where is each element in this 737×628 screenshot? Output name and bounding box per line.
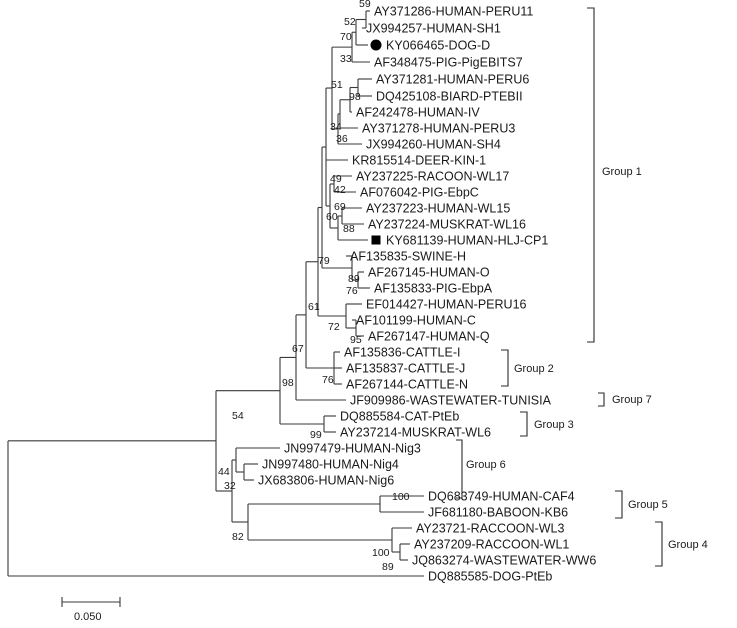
scale-bar-label: 0.050 xyxy=(74,611,102,623)
bootstrap-value: 100 xyxy=(372,547,390,559)
bootstrap-value: 59 xyxy=(359,0,371,10)
bootstrap-value: 79 xyxy=(318,255,330,267)
taxon-label: AY237223-HUMAN-WL15 xyxy=(366,202,510,216)
taxon-label: AY371286-HUMAN-PERU11 xyxy=(374,5,533,19)
circle-marker-icon xyxy=(370,39,382,51)
taxon-label: AY23721-RACCOON-WL3 xyxy=(416,522,564,536)
bootstrap-value: 34 xyxy=(330,121,342,133)
taxon-label: DQ425108-BIARD-PTEBII xyxy=(376,90,523,104)
bootstrap-value: 89 xyxy=(382,561,394,573)
taxon-label: JX683806-HUMAN-Nig6 xyxy=(258,474,394,488)
taxon-label: EF014427-HUMAN-PERU16 xyxy=(366,298,527,312)
taxon-label: KY066465-DOG-D xyxy=(386,39,490,53)
scale-bar: 0.050 xyxy=(61,597,121,623)
taxon-label: DQ683749-HUMAN-CAF4 xyxy=(428,490,575,504)
bootstrap-values: 5952703351983436494269608879897661729567… xyxy=(218,0,410,573)
taxon-label: AF076042-PIG-EbpC xyxy=(360,186,479,200)
bootstrap-value: 51 xyxy=(331,79,343,91)
group-bracket xyxy=(456,439,463,499)
bootstrap-value: 95 xyxy=(350,334,362,346)
group-bracket xyxy=(520,411,528,437)
taxon-label: AF135837-CATTLE-J xyxy=(346,362,465,376)
taxon-label: JQ863274-WASTEWATER-WW6 xyxy=(412,554,596,568)
bootstrap-value: 98 xyxy=(282,377,294,389)
group-label: Group 2 xyxy=(514,363,554,375)
taxon-label: JF909986-WASTEWATER-TUNISIA xyxy=(350,394,552,408)
taxon-label: AF135835-SWINE-H xyxy=(350,250,466,264)
bootstrap-value: 100 xyxy=(392,491,410,503)
bootstrap-value: 98 xyxy=(349,91,361,103)
taxon-labels: AY371286-HUMAN-PERU11JX994257-HUMAN-SH1K… xyxy=(258,5,596,584)
taxon-label: JX994257-HUMAN-SH1 xyxy=(366,22,501,36)
taxon-label: AY371281-HUMAN-PERU6 xyxy=(376,73,529,87)
bootstrap-value: 52 xyxy=(344,16,356,28)
taxon-label: JN997480-HUMAN-Nig4 xyxy=(262,458,399,472)
group-label: Group 5 xyxy=(628,499,668,511)
taxon-label: AF242478-HUMAN-IV xyxy=(356,106,480,120)
bootstrap-value: 76 xyxy=(346,285,358,297)
taxon-label: JX994260-HUMAN-SH4 xyxy=(366,138,501,152)
group-bracket xyxy=(655,521,663,567)
group-bracket xyxy=(501,349,509,387)
group-bracket xyxy=(615,490,623,519)
taxon-label: AY237224-MUSKRAT-WL16 xyxy=(368,218,526,232)
taxon-label: DQ885584-CAT-PtEb xyxy=(340,410,459,424)
taxon-label: AY237214-MUSKRAT-WL6 xyxy=(340,426,491,440)
bootstrap-value: 70 xyxy=(340,31,352,43)
taxon-label: AF267147-HUMAN-Q xyxy=(368,330,490,344)
taxon-label: AF135833-PIG-EbpA xyxy=(374,282,493,296)
group-bracket xyxy=(587,7,595,343)
bootstrap-value: 69 xyxy=(334,201,346,213)
tree-branches xyxy=(7,10,424,577)
taxon-label: JF681180-BABOON-KB6 xyxy=(428,506,568,520)
bootstrap-value: 54 xyxy=(232,410,244,422)
group-label: Group 4 xyxy=(668,539,708,551)
bootstrap-value: 44 xyxy=(218,466,230,478)
group-brackets: Group 1 Group 2 Group 7 Group 3 Group 6 Group… xyxy=(456,7,708,567)
bootstrap-value: 33 xyxy=(340,53,352,65)
bootstrap-value: 88 xyxy=(343,223,355,235)
taxon-label: KY681139-HUMAN-HLJ-CP1 xyxy=(386,234,548,248)
bootstrap-value: 60 xyxy=(326,211,338,223)
taxon-label: DQ885585-DOG-PtEb xyxy=(428,570,552,584)
group-label: Group 7 xyxy=(612,394,652,406)
taxon-label: AY237209-RACCOON-WL1 xyxy=(414,538,569,552)
group-bracket xyxy=(598,392,605,407)
taxon-label: AY371278-HUMAN-PERU3 xyxy=(362,122,515,136)
bootstrap-value: 61 xyxy=(308,301,320,313)
group-label: Group 3 xyxy=(534,419,574,431)
taxon-label: JN997479-HUMAN-Nig3 xyxy=(284,442,421,456)
bootstrap-value: 72 xyxy=(328,321,340,333)
bootstrap-value: 76 xyxy=(322,374,334,386)
taxon-label: AY237225-RACOON-WL17 xyxy=(356,170,509,184)
bootstrap-value: 89 xyxy=(348,273,360,285)
bootstrap-value: 42 xyxy=(334,184,346,196)
bootstrap-value: 82 xyxy=(232,531,244,543)
taxon-label: KR815514-DEER-KIN-1 xyxy=(352,154,486,168)
square-marker-icon xyxy=(371,235,381,245)
bootstrap-value: 49 xyxy=(330,173,342,185)
taxon-label: AF267144-CATTLE-N xyxy=(346,378,468,392)
bootstrap-value: 36 xyxy=(336,133,348,145)
taxon-markers xyxy=(370,39,382,245)
group-label: Group 1 xyxy=(602,166,642,178)
bootstrap-value: 67 xyxy=(292,343,304,355)
bootstrap-value: 99 xyxy=(310,429,322,441)
taxon-label: AF135836-CATTLE-I xyxy=(344,346,460,360)
group-label: Group 6 xyxy=(466,459,506,471)
taxon-label: AF267145-HUMAN-O xyxy=(368,266,490,280)
bootstrap-value: 32 xyxy=(224,480,236,492)
taxon-label: AF101199-HUMAN-C xyxy=(356,314,476,328)
taxon-label: AF348475-PIG-PigEBITS7 xyxy=(374,56,523,70)
